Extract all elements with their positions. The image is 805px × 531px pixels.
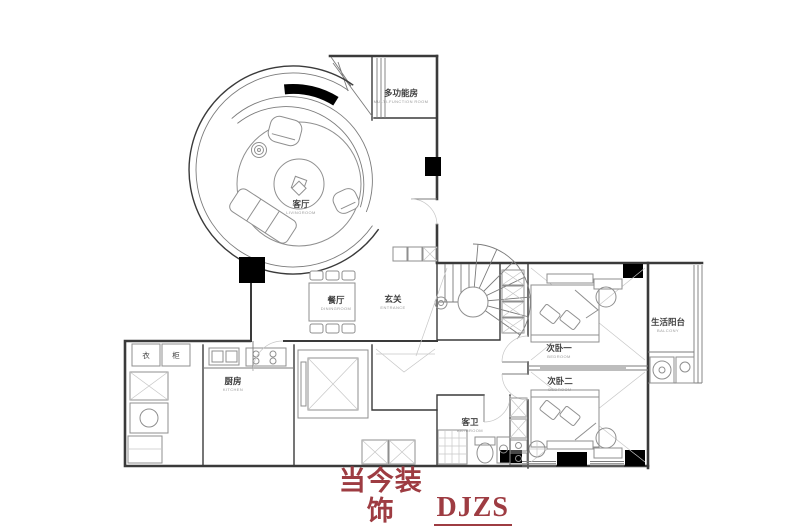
balcony-sink bbox=[675, 356, 695, 384]
single-chair bbox=[332, 188, 360, 214]
sublabel-kitchen: KITCHEN bbox=[223, 387, 243, 392]
bathroom-door bbox=[483, 395, 511, 423]
pillow bbox=[539, 304, 561, 324]
dining-chair bbox=[341, 270, 356, 281]
label-wardrobe-b: 柜 bbox=[172, 350, 180, 360]
column bbox=[625, 450, 645, 466]
stove bbox=[245, 347, 287, 367]
brand-name: 当今装饰 bbox=[338, 466, 423, 526]
label-foyer: 玄关 bbox=[384, 294, 402, 304]
kitchen-door bbox=[252, 340, 284, 372]
label-balcony: 生活阳台 bbox=[651, 317, 686, 327]
label-bedroom1: 次卧一 bbox=[546, 343, 572, 353]
utility-room bbox=[127, 343, 191, 464]
room-labels: 客厅 LIVINGROOM 多功能房 MULTI-FUNCTION ROOM 餐… bbox=[142, 88, 685, 433]
bedroom1-door bbox=[501, 335, 529, 363]
sublabel-bathroom: BATHROOM bbox=[457, 428, 483, 433]
label-bedroom2: 次卧二 bbox=[547, 376, 573, 386]
closet-room bbox=[361, 246, 438, 465]
wardrobe-cell bbox=[161, 343, 191, 367]
sublabel-bedroom2: BEDROOM bbox=[548, 387, 571, 392]
dining-chair bbox=[309, 270, 324, 281]
brand-abbr: DJZS bbox=[433, 493, 512, 526]
curved-column bbox=[283, 83, 339, 106]
shower-area bbox=[437, 429, 468, 465]
chair bbox=[595, 427, 617, 449]
column bbox=[239, 257, 265, 283]
label-wardrobe-a: 衣 bbox=[142, 350, 150, 360]
walls bbox=[123, 54, 704, 470]
sublabel-living-room: LIVINGROOM bbox=[286, 210, 316, 215]
elevator-shaft bbox=[297, 349, 369, 419]
dining-chair bbox=[341, 323, 356, 334]
brand-logo: 当今装饰 DJZS 全案定制 无忧装修 bbox=[332, 466, 512, 531]
side-table bbox=[593, 447, 623, 459]
column bbox=[425, 157, 441, 176]
pillow bbox=[559, 406, 581, 426]
label-multi-function: 多功能房 bbox=[384, 88, 418, 98]
bedroom2-furniture bbox=[509, 371, 646, 465]
spiral-staircase bbox=[415, 243, 532, 357]
washing-machine bbox=[649, 356, 675, 384]
chair bbox=[595, 286, 617, 308]
sublabel-bedroom1: BEDROOM bbox=[547, 354, 570, 359]
label-dining: 餐厅 bbox=[326, 295, 345, 305]
column bbox=[557, 452, 587, 466]
dining-table bbox=[308, 282, 356, 322]
hall-wardrobe bbox=[252, 198, 529, 401]
sofa bbox=[229, 188, 297, 244]
balcony-fixtures bbox=[648, 351, 695, 384]
washing-unit bbox=[129, 402, 169, 434]
armchair bbox=[267, 115, 303, 147]
wardrobe-cell bbox=[131, 343, 161, 367]
cabinet bbox=[127, 435, 163, 464]
bedroom2-door bbox=[501, 373, 529, 401]
dining-chair bbox=[325, 270, 340, 281]
left-cabinets bbox=[509, 397, 528, 465]
dining-chair bbox=[309, 323, 324, 334]
side-table bbox=[251, 142, 267, 158]
bed bbox=[530, 396, 600, 448]
side-table bbox=[593, 278, 623, 290]
sublabel-dining: DININGROOM bbox=[321, 306, 351, 311]
floor-drain-icon bbox=[528, 440, 546, 458]
bedroom1-furniture bbox=[530, 267, 646, 361]
column bbox=[623, 264, 643, 278]
headboard bbox=[530, 334, 600, 343]
sublabel-balcony: BALCONY bbox=[657, 328, 679, 333]
bench bbox=[546, 273, 594, 284]
label-kitchen: 厨房 bbox=[224, 376, 241, 386]
sublabel-foyer: ENTRANCE bbox=[380, 305, 405, 310]
pillow bbox=[539, 400, 561, 420]
top-cabinet-row bbox=[392, 246, 438, 262]
bench bbox=[546, 440, 594, 450]
corridor-cabinet bbox=[361, 439, 416, 465]
label-living-room: 客厅 bbox=[291, 199, 310, 209]
center-table bbox=[290, 175, 308, 197]
entry-door bbox=[410, 198, 438, 226]
brand-logo-row: 当今装饰 DJZS bbox=[332, 466, 512, 526]
dining-set bbox=[308, 270, 356, 334]
center-circle bbox=[273, 158, 325, 210]
living-room-furniture bbox=[229, 115, 362, 247]
cabinet-x bbox=[129, 371, 169, 401]
kitchen-sink bbox=[208, 347, 240, 366]
toilet bbox=[474, 436, 496, 464]
pillow bbox=[559, 310, 581, 330]
kitchen-fixtures bbox=[203, 347, 294, 369]
label-bathroom: 客卫 bbox=[460, 417, 479, 427]
sublabel-multi-function: MULTI-FUNCTION ROOM bbox=[374, 99, 429, 104]
dining-chair bbox=[325, 323, 340, 334]
